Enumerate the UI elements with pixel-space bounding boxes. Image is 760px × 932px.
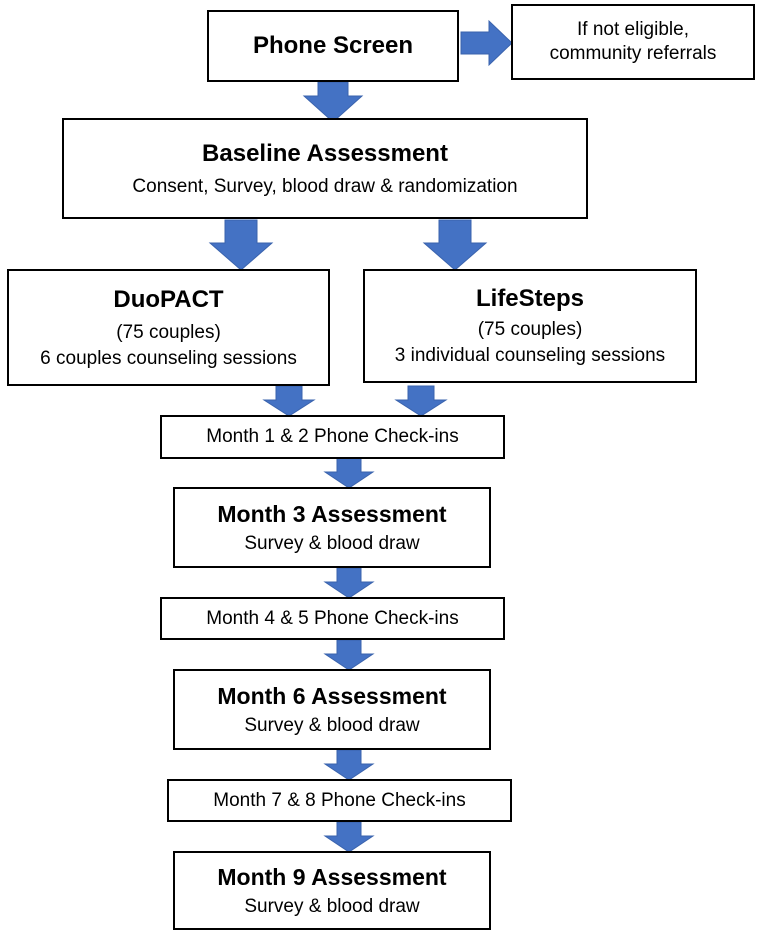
phone-screen-box: Phone Screen	[207, 10, 459, 82]
arrow-down-to-lifesteps	[422, 219, 488, 271]
duopact-detail: 6 couples counseling sessions	[40, 347, 297, 369]
arrow-down-to-duopact	[208, 219, 274, 271]
checkin-month-4-5-label: Month 4 & 5 Phone Check-ins	[206, 607, 459, 629]
duopact-count: (75 couples)	[116, 321, 221, 343]
month-6-assessment-box: Month 6 Assessment Survey & blood draw	[173, 669, 491, 750]
arrow-down-to-month9	[323, 821, 375, 853]
arrow-down-lifesteps-to-checkin	[394, 385, 448, 417]
month-6-title: Month 6 Assessment	[217, 682, 447, 709]
lifesteps-title: LifeSteps	[475, 285, 585, 313]
checkin-month-1-2-box: Month 1 & 2 Phone Check-ins	[160, 415, 505, 459]
referral-line-2: community referrals	[549, 43, 717, 64]
duopact-box: DuoPACT (75 couples) 6 couples counselin…	[7, 269, 330, 386]
arrow-down-to-month3	[323, 457, 375, 489]
arrow-down-duopact-to-checkin	[262, 385, 316, 417]
arrow-down-to-month6	[323, 639, 375, 671]
month-6-detail: Survey & blood draw	[244, 714, 420, 736]
duopact-title: DuoPACT	[113, 285, 224, 313]
arrow-down-to-baseline	[302, 81, 364, 123]
month-3-assessment-box: Month 3 Assessment Survey & blood draw	[173, 487, 491, 568]
referral-line-1: If not eligible,	[577, 19, 689, 41]
arrow-down-to-checkin-7-8	[323, 749, 375, 781]
checkin-month-4-5-box: Month 4 & 5 Phone Check-ins	[160, 597, 505, 640]
arrow-right-to-referral	[460, 19, 513, 67]
baseline-detail: Consent, Survey, blood draw & randomizat…	[132, 175, 518, 197]
lifesteps-count: (75 couples)	[477, 319, 583, 341]
phone-screen-title: Phone Screen	[252, 32, 414, 59]
arrow-down-to-checkin-4-5	[323, 567, 375, 599]
month-9-assessment-box: Month 9 Assessment Survey & blood draw	[173, 851, 491, 930]
baseline-assessment-box: Baseline Assessment Consent, Survey, blo…	[62, 118, 588, 219]
referral-box: If not eligible, community referrals	[511, 4, 755, 80]
month-9-title: Month 9 Assessment	[217, 863, 447, 890]
lifesteps-box: LifeSteps (75 couples) 3 individual coun…	[363, 269, 697, 383]
lifesteps-detail: 3 individual counseling sessions	[394, 345, 666, 366]
month-9-detail: Survey & blood draw	[244, 895, 420, 917]
checkin-month-1-2-label: Month 1 & 2 Phone Check-ins	[206, 426, 459, 448]
baseline-title: Baseline Assessment	[202, 139, 448, 167]
checkin-month-7-8-box: Month 7 & 8 Phone Check-ins	[167, 779, 512, 822]
month-3-detail: Survey & blood draw	[244, 532, 420, 554]
checkin-month-7-8-label: Month 7 & 8 Phone Check-ins	[213, 789, 466, 811]
month-3-title: Month 3 Assessment	[217, 500, 447, 527]
